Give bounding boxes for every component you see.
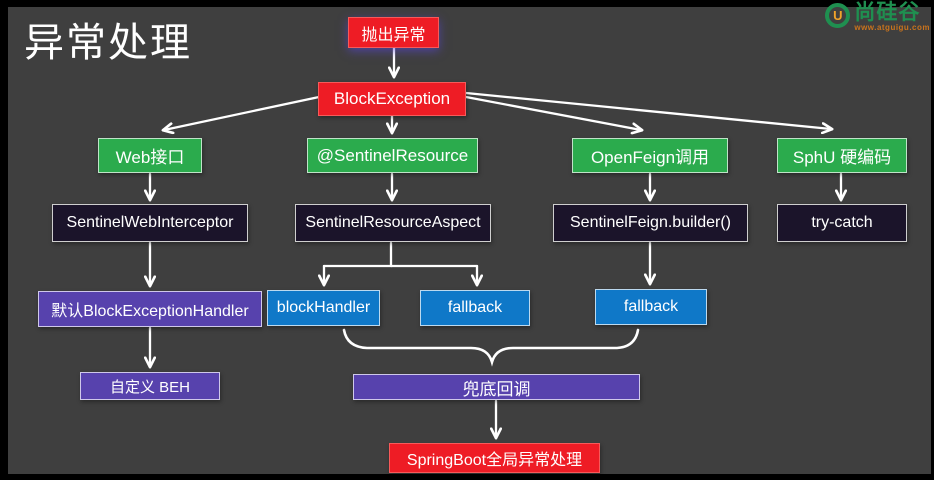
node-openfeign-call: OpenFeign调用 [572, 138, 728, 173]
node-sentinel-resource: @SentinelResource [307, 138, 478, 173]
brand-url: www.atguigu.com [854, 23, 930, 32]
node-bottom-callback: 兜底回调 [353, 374, 640, 400]
node-block-handler: blockHandler [267, 290, 380, 326]
page-title: 异常处理 [24, 21, 192, 65]
node-fallback-resource: fallback [420, 290, 530, 326]
brand-name: 尚硅谷 [854, 1, 921, 24]
node-resource-aspect: SentinelResourceAspect [295, 204, 491, 242]
node-block-exception: BlockException [318, 82, 466, 116]
node-web-interceptor: SentinelWebInterceptor [52, 204, 248, 242]
node-web-api: Web接口 [98, 138, 202, 173]
brand-logo: U 尚硅谷 www.atguigu.com [825, 2, 930, 32]
node-throw-exception: 抛出异常 [348, 17, 439, 48]
node-custom-beh: 自定义 BEH [80, 372, 220, 400]
node-sphu-hardcode: SphU 硬编码 [777, 138, 907, 173]
node-feign-builder: SentinelFeign.builder() [553, 204, 748, 242]
node-try-catch: try-catch [777, 204, 907, 242]
node-fallback-feign: fallback [595, 289, 707, 325]
logo-u-icon: U [825, 3, 851, 28]
node-default-handler: 默认BlockExceptionHandler [38, 291, 262, 327]
node-springboot-global: SpringBoot全局异常处理 [389, 443, 600, 473]
